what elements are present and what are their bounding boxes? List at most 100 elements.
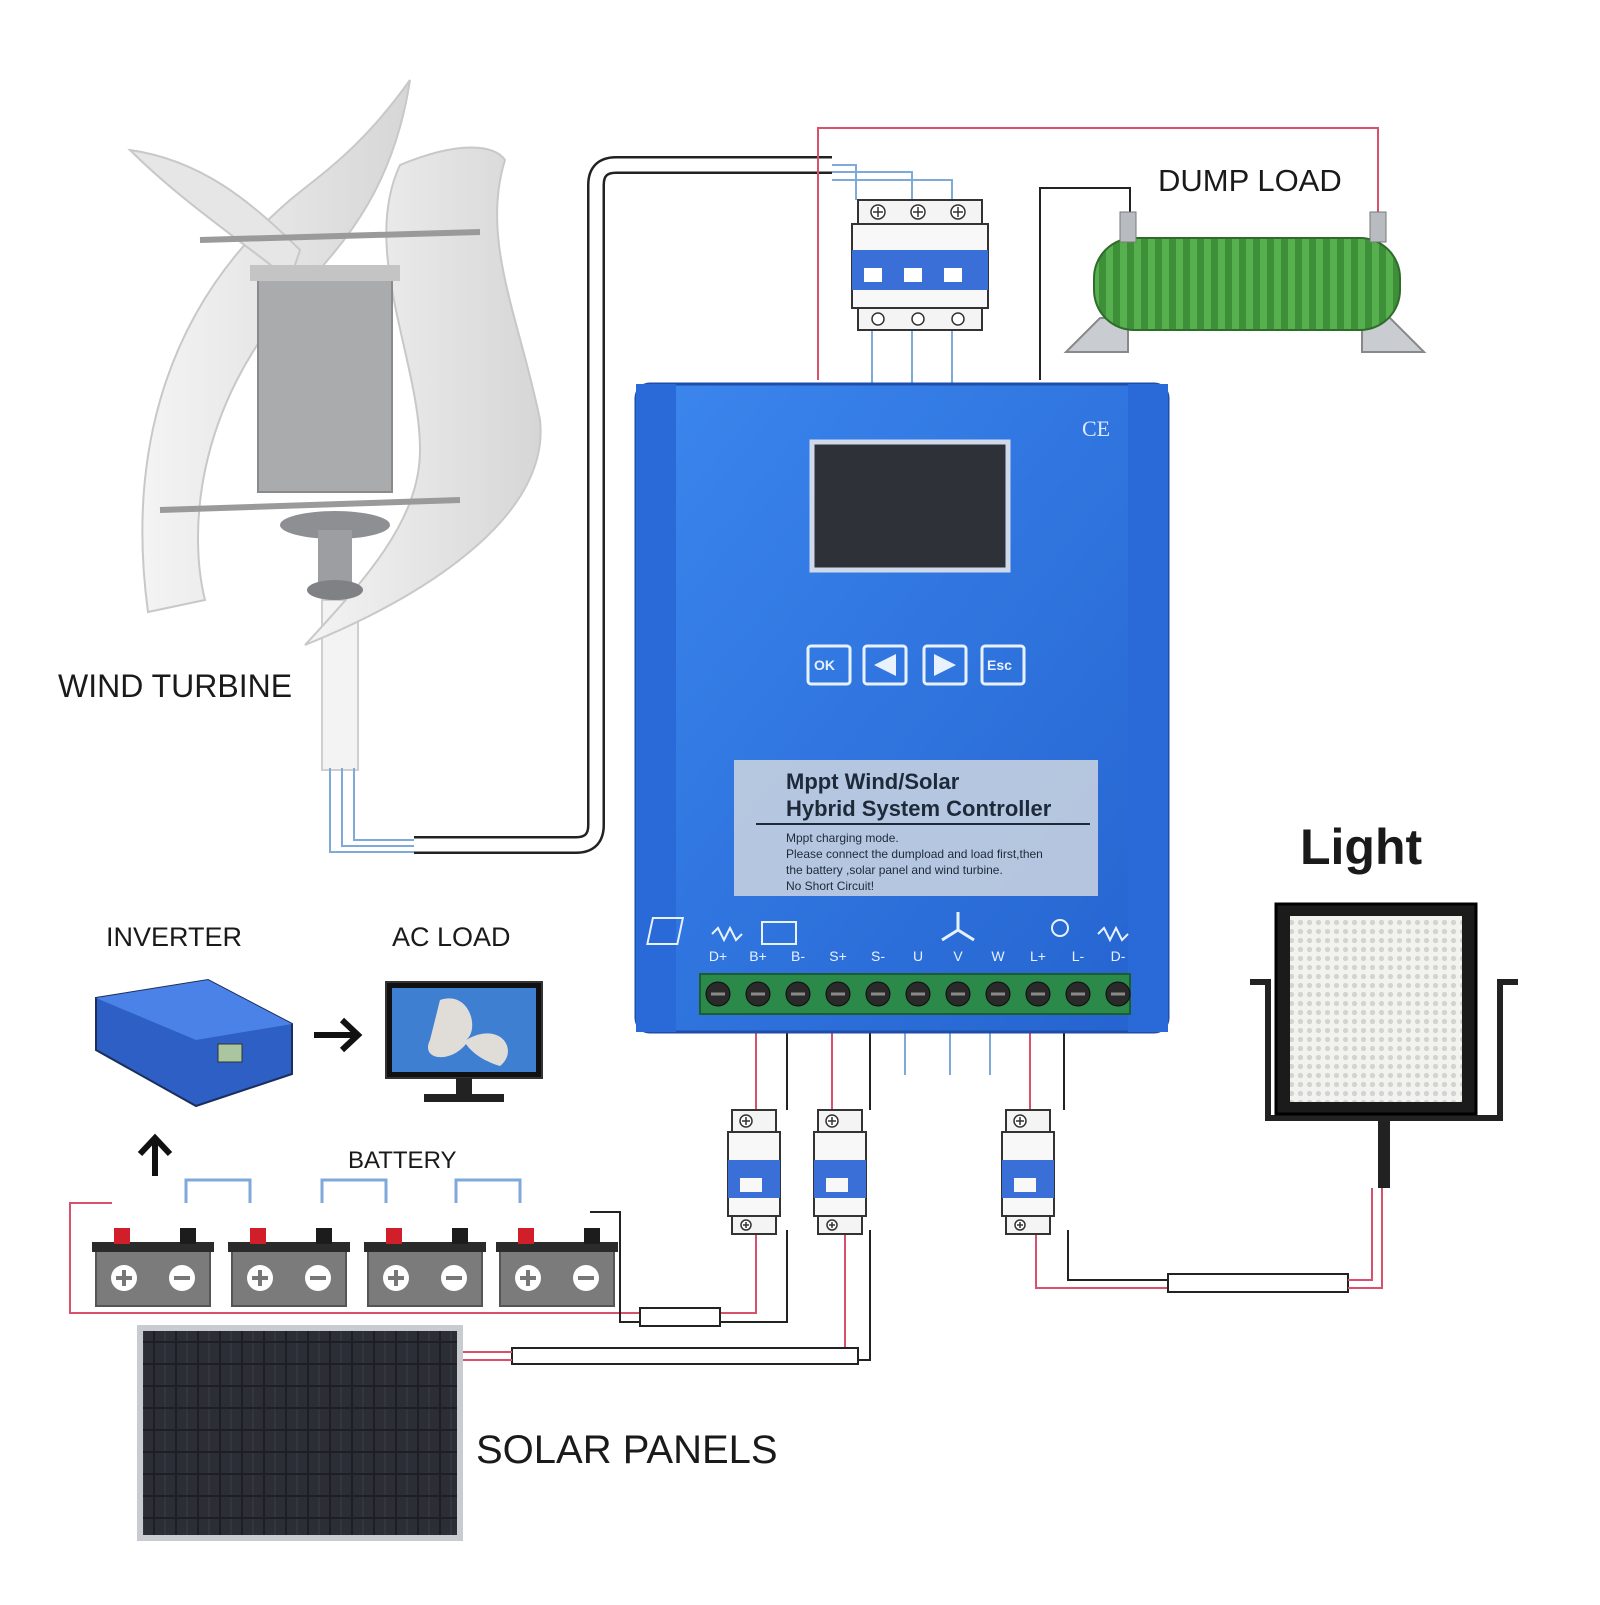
battery-series-links	[184, 1178, 522, 1203]
controller-note-line1: Mppt charging mode.	[786, 831, 899, 845]
battery-2	[226, 1226, 352, 1308]
battery-icon	[761, 921, 797, 945]
terminal-label-6: V	[953, 948, 963, 964]
turbine-conduit-inner	[414, 158, 832, 852]
battery-wire-out-neg	[720, 1230, 788, 1323]
battery-bank-positive	[69, 1202, 640, 1314]
terminal-label-2: B-	[791, 948, 805, 964]
battery-cable-sleeve	[639, 1307, 721, 1327]
turbine-flange	[307, 580, 363, 600]
inverter	[95, 978, 293, 1108]
flood-light	[1250, 902, 1518, 1188]
inverter-label: INVERTER	[106, 922, 243, 952]
turbine-blade-left	[141, 79, 411, 614]
terminal-label-10: D-	[1110, 948, 1126, 964]
butterfly-image	[428, 998, 508, 1066]
solar-icon	[646, 917, 685, 945]
turbine-generator-cap	[250, 265, 400, 281]
wind-breaker	[851, 199, 989, 331]
dump-load-resistor	[1063, 211, 1427, 353]
controller-title-line1: Mppt Wind/Solar	[786, 769, 960, 794]
turbine-wire-uvw	[329, 768, 414, 853]
hybrid-controller	[634, 382, 1170, 1034]
load-breaker	[1001, 1109, 1055, 1235]
light-label: Light	[1300, 819, 1423, 875]
arrow-right-icon	[314, 1017, 363, 1053]
turbine-arm-bottom	[159, 497, 461, 513]
ac-load-label: AC LOAD	[392, 922, 511, 952]
terminal-screws	[705, 981, 1131, 1007]
turbine-arm-top	[199, 229, 481, 243]
battery-bank-negative	[590, 1211, 640, 1323]
dump-load-label: DUMP LOAD	[1158, 163, 1342, 198]
controller-note-line2: Please connect the dumpload and load fir…	[786, 847, 1043, 861]
battery-4	[494, 1226, 620, 1308]
ok-button-label[interactable]: OK	[814, 657, 835, 673]
battery-wire-out	[720, 1230, 788, 1323]
solar-panel-leads	[462, 1351, 512, 1361]
battery-breaker	[727, 1109, 781, 1235]
dump-load-wire-positive	[817, 127, 1379, 380]
solar-wire-out-neg	[858, 1230, 871, 1361]
dumpload-icon	[711, 925, 743, 943]
wiring	[69, 127, 1383, 1365]
wind-turbine	[127, 79, 542, 771]
solar-panels-label: SOLAR PANELS	[476, 1428, 778, 1472]
right-button[interactable]	[922, 644, 968, 686]
lcd-screen	[809, 439, 1011, 573]
wind-breaker-wires-out	[871, 330, 953, 384]
controller-note-line4: No Short Circuit!	[786, 879, 875, 893]
ce-mark: CE	[1082, 416, 1111, 441]
turbine-generator	[257, 269, 393, 493]
turbine-icon	[941, 912, 975, 942]
terminal-label-8: L+	[1030, 948, 1046, 964]
solar-panel	[137, 1325, 463, 1541]
battery-wire-ctrl-pos	[755, 1028, 788, 1110]
terminal-label-4: S-	[871, 948, 885, 964]
left-arrow-icon	[874, 654, 896, 676]
solar-wire-out	[844, 1230, 871, 1361]
solar-cable-sleeve	[511, 1347, 859, 1365]
controller-note-line3: the battery ,solar panel and wind turbin…	[786, 863, 1003, 877]
controller-fin-left	[636, 384, 676, 1032]
ok-button[interactable]	[806, 644, 852, 686]
light-wire-ctrl	[1029, 1028, 1065, 1110]
controller-fin-right	[1128, 384, 1168, 1032]
terminal-label-5: U	[912, 948, 924, 964]
ac-load-monitor	[385, 981, 543, 1102]
dumpload-icon-2	[1097, 925, 1129, 943]
battery-1	[90, 1226, 216, 1308]
terminal-label-9: L-	[1071, 948, 1085, 964]
controller-label-panel	[734, 760, 1098, 896]
left-button[interactable]	[862, 644, 908, 686]
terminal-label-3: S+	[829, 948, 847, 964]
light-lamp-leads	[1348, 1188, 1383, 1289]
esc-button-label[interactable]: Esc	[987, 657, 1012, 673]
battery-3	[362, 1226, 488, 1308]
terminal-label-1: B+	[749, 948, 767, 964]
controller-title-line2: Hybrid System Controller	[786, 796, 1052, 821]
right-arrow-icon	[934, 654, 956, 676]
turbine-bearing	[280, 511, 390, 539]
controller-uvw-leads	[904, 1028, 991, 1075]
battery-label: BATTERY	[348, 1147, 457, 1174]
controller-title: Mppt Wind/Solar Hybrid System Controller	[786, 768, 1051, 822]
wind-turbine-label: WIND TURBINE	[58, 668, 293, 704]
battery-bank	[90, 1226, 620, 1308]
terminal-label-0: D+	[708, 948, 728, 964]
terminal-label-7: W	[991, 948, 1005, 964]
inverter-display	[217, 1043, 243, 1063]
controller-note: Mppt charging mode. Please connect the d…	[786, 830, 1043, 894]
wind-breaker-wires-in	[832, 164, 953, 200]
dump-load-wire-negative	[1039, 187, 1131, 380]
solar-wire-ctrl	[831, 1028, 871, 1110]
solar-breaker	[813, 1109, 867, 1235]
lamp-icon	[1051, 919, 1069, 937]
turbine-blade-right	[304, 146, 542, 646]
light-cable-sleeve	[1167, 1273, 1349, 1293]
arrow-up-icon	[137, 1133, 173, 1176]
light-wire-out-neg	[1067, 1230, 1168, 1281]
esc-button[interactable]	[980, 644, 1026, 686]
